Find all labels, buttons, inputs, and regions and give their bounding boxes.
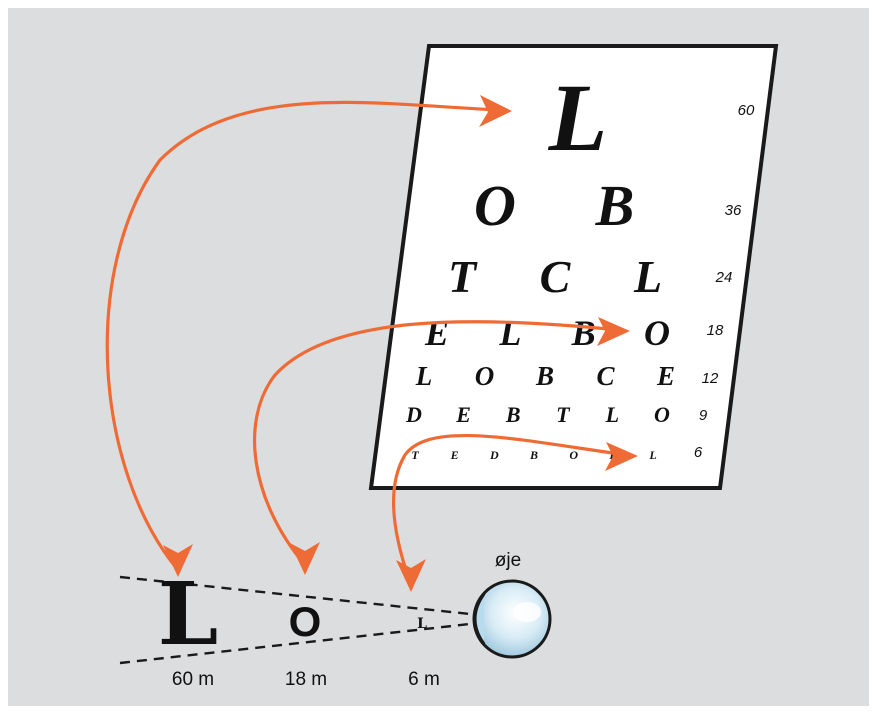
acuity-number: 60 (738, 102, 755, 119)
chart-letter: B (571, 313, 596, 353)
chart-letter: L (605, 402, 619, 427)
distance-label-18m: 18 m (285, 669, 327, 690)
arrow-60m-head-top (479, 95, 512, 127)
arrow-60m-head-bottom (163, 544, 193, 577)
acuity-number: 9 (699, 407, 708, 424)
chart-letter: C (596, 361, 615, 391)
chart-letter: L (415, 361, 433, 391)
chart-letter: L (633, 251, 662, 302)
chart-letter: C (540, 251, 572, 302)
eye-label: øje (495, 550, 521, 571)
distance-letter-6m: L (417, 616, 427, 632)
chart-letter: O (475, 361, 495, 391)
acuity-number: 24 (715, 269, 733, 286)
distance-label-6m: 6 m (408, 669, 440, 690)
sight-line-top (119, 575, 471, 616)
chart-letter: E (450, 448, 459, 462)
arrows (105, 95, 638, 592)
chart-letter: E (424, 313, 449, 353)
chart-letter: O (474, 173, 516, 238)
eye-chart-board (368, 44, 779, 490)
chart-letter: T (448, 251, 478, 302)
chart-letter: B (505, 402, 521, 427)
chart-letter: T (556, 402, 571, 427)
sight-line-bottom (119, 622, 471, 665)
chart-letter: D (489, 448, 499, 462)
arrow-18m (253, 320, 620, 567)
arrow-18m-head-top (597, 317, 630, 346)
acuity-number: 36 (725, 202, 742, 219)
chart-letter: L (648, 448, 656, 462)
arrow-6m-head-top (605, 442, 638, 471)
chart-letter: O (654, 402, 670, 427)
arrow-18m-head-bottom (290, 542, 320, 575)
acuity-number: 12 (702, 370, 719, 387)
distance-letter-60m: L (158, 564, 218, 665)
distance-letter-18m: O (289, 598, 322, 645)
chart-letter: T (411, 448, 419, 462)
arrow-6m (392, 434, 628, 584)
chart-letter: B (529, 448, 538, 462)
arrow-60m (105, 100, 502, 572)
chart-letter: D (405, 402, 422, 427)
eye-icon (472, 579, 552, 659)
arrow-6m-head-bottom (396, 559, 426, 592)
chart-letter: B (595, 173, 635, 238)
chart-letter: E (656, 361, 675, 391)
chart-letter: E (455, 402, 471, 427)
acuity-number: 18 (707, 322, 724, 339)
chart-letter: O (644, 313, 670, 353)
acuity-number: 6 (694, 444, 703, 461)
chart-letter: O (569, 448, 578, 462)
eye-chart-rows: L60OB36TCL24ELBO18LOBCE12DEBTLO9TEDBOEL6 (405, 64, 755, 462)
distance-label-60m: 60 m (172, 669, 214, 690)
chart-letter: L (498, 313, 521, 353)
chart-letter: L (548, 64, 608, 171)
chart-letter: B (535, 361, 554, 391)
